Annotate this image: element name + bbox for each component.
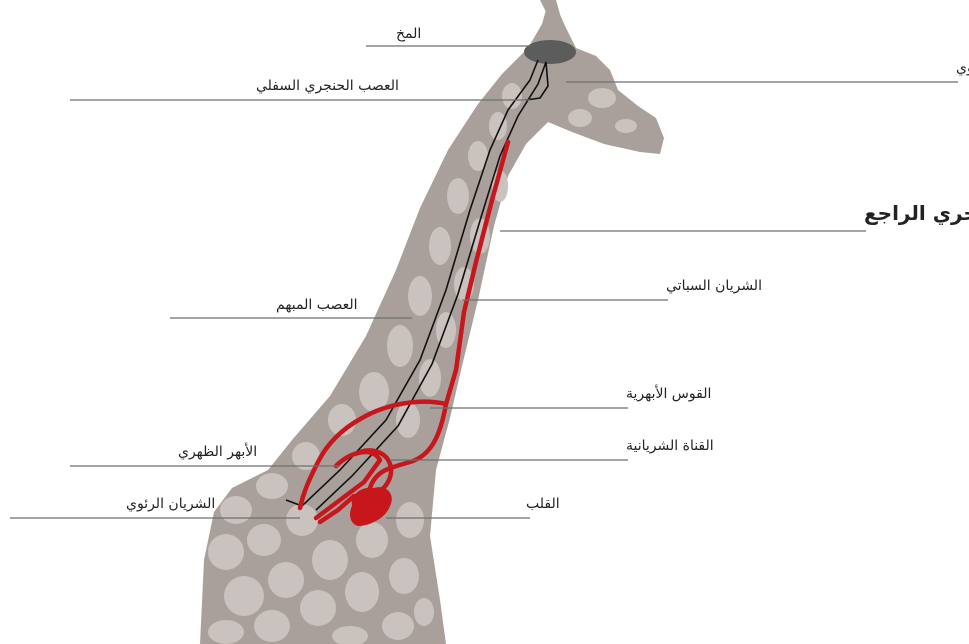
label-carotid-artery: الشريان السباتي — [666, 278, 762, 294]
label-ductus-arteriosus: القناة الشريانية — [626, 438, 714, 454]
label-aortic-arch: القوس الأبهرية — [626, 384, 711, 402]
label-heart: القلب — [526, 496, 560, 512]
diagram-title: العصب الحنجري الراجع — [864, 201, 969, 226]
giraffe-ossicone — [540, 0, 560, 14]
label-dorsal-aorta: الأبهر الظهري — [178, 442, 257, 460]
label-superior-laryngeal: العصب الحنجري العلوي — [956, 60, 969, 76]
label-brain: المخ — [396, 26, 421, 42]
label-inferior-laryngeal: العصب الحنجري السفلي — [256, 78, 399, 94]
label-pulmonary-artery: الشريان الرئوي — [126, 496, 215, 512]
brain-shape — [524, 40, 576, 64]
label-vagus-nerve: العصب المبهم — [276, 297, 358, 313]
